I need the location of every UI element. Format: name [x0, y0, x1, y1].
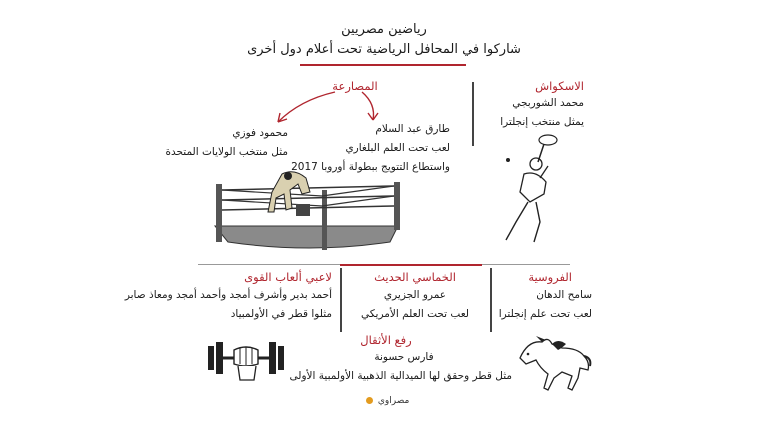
- squash-divider: [472, 82, 474, 146]
- brand-icon: [366, 397, 373, 404]
- wrestler-fawzy-desc: مثل منتخب الولايات المتحدة: [165, 146, 289, 158]
- page-title: رياضين مصريين: [341, 22, 427, 37]
- squash-player-desc: يمثل منتخب إنجلترا: [500, 116, 584, 128]
- athletics-line1: أحمد بدير وأشرف أمجد وأحمد أمجد ومعاذ صا…: [124, 289, 332, 301]
- wrestler-fawzy-name: محمود فوزي: [232, 127, 288, 139]
- wrestling-ring-illustration: [213, 171, 400, 250]
- barbell-fist-illustration: [208, 342, 284, 381]
- equestrian-player-desc: لعب تحت علم إنجلترا: [498, 308, 592, 320]
- page-subtitle: شاركوا في المحافل الرياضية تحت أعلام دول…: [247, 42, 521, 57]
- squash-heading: الاسكواش: [535, 79, 584, 93]
- pentathlon-player-name: عمرو الجزيري: [383, 289, 447, 301]
- athletics-heading: لاعبي ألعاب القوى: [244, 270, 332, 284]
- weightlifting-player-name: فارس حسونة: [374, 351, 434, 363]
- wrestler-abdelsalam: طارق عبد السلام لعب تحت العلم البلغاري و…: [291, 120, 450, 177]
- weightlifting-player-desc: مثل قطر وحقق لها الميدالية الذهبية الأول…: [289, 370, 512, 382]
- weightlifting-player: فارس حسونة مثل قطر وحقق لها الميدالية ال…: [289, 348, 512, 386]
- squash-player-illustration: [505, 134, 558, 243]
- wrestling-heading: المصارعة: [332, 79, 378, 93]
- wrestler-abdelsalam-line1: لعب تحت العلم البلغاري: [345, 142, 450, 154]
- wrestler-abdelsalam-line2: واستطاع التتويج ببطولة أوروبا 2017: [291, 161, 450, 173]
- title-underline: [300, 64, 466, 66]
- wrestler-abdelsalam-name: طارق عبد السلام: [375, 123, 450, 135]
- arrow-right: [361, 91, 375, 121]
- pentathlon-player-desc: لعب تحت العلم الأمريكي: [360, 308, 470, 320]
- equestrian-player: سامح الدهان لعب تحت علم إنجلترا: [496, 286, 592, 324]
- brand-name: مصراوي: [377, 396, 410, 406]
- athletics-line2: مثلوا قطر في الأولمبياد: [230, 308, 332, 320]
- athletics-text: أحمد بدير وأشرف أمجد وأحمد أمجد ومعاذ صا…: [120, 286, 332, 324]
- brand-logo: مصراوي: [366, 396, 409, 406]
- separator-accent: [340, 264, 482, 266]
- pentathlon-divider-left: [340, 268, 342, 332]
- pentathlon-player: عمرو الجزيري لعب تحت العلم الأمريكي: [348, 286, 482, 324]
- equestrian-heading: الفروسية: [528, 270, 572, 284]
- horse-illustration: [519, 336, 592, 391]
- pentathlon-heading: الخماسي الحديث: [374, 270, 456, 284]
- pentathlon-divider-right: [490, 268, 492, 332]
- wrestler-fawzy: محمود فوزي مثل منتخب الولايات المتحدة: [150, 124, 289, 162]
- arrow-left: [277, 91, 336, 123]
- squash-player: محمد الشوربجي يمثل منتخب إنجلترا: [480, 94, 584, 132]
- squash-player-name: محمد الشوربجي: [512, 97, 584, 109]
- equestrian-player-name: سامح الدهان: [536, 289, 592, 301]
- weightlifting-heading: رفع الأثقال: [360, 333, 412, 347]
